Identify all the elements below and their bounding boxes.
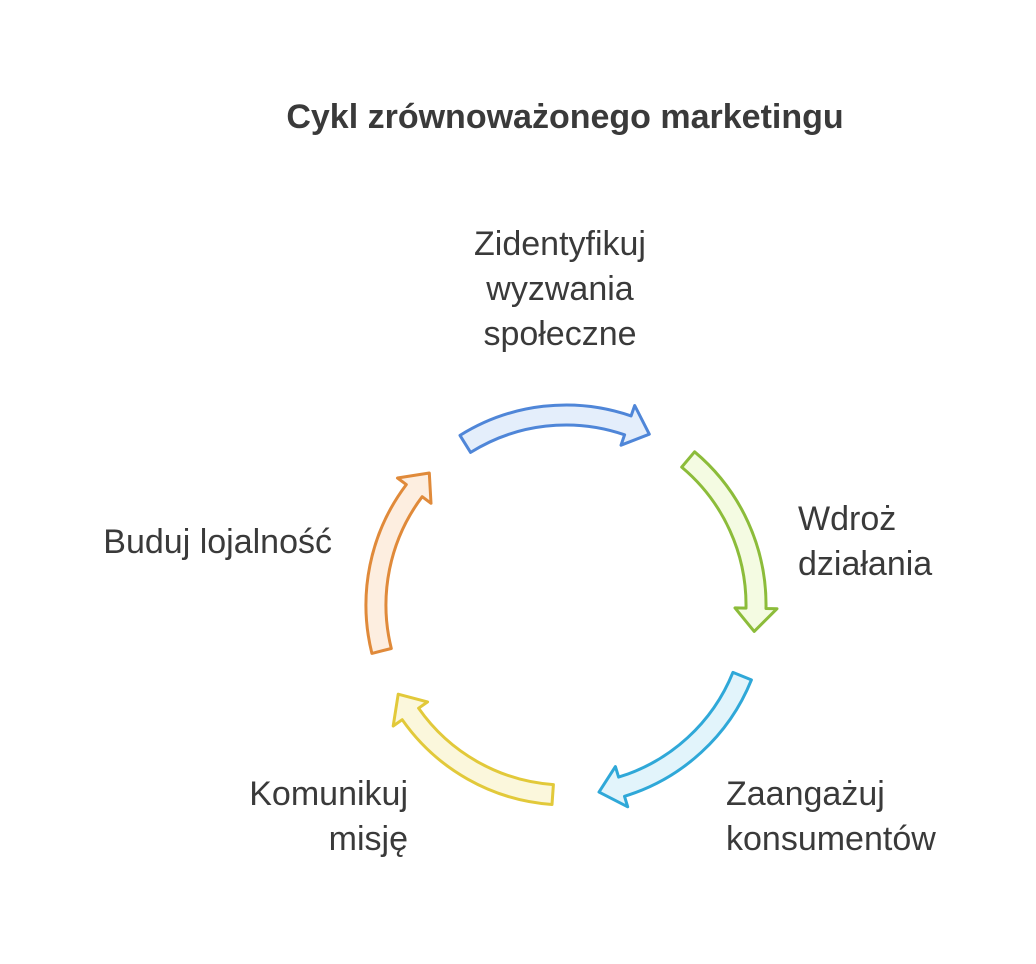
step-label-communicate: Komunikuj misję	[249, 775, 408, 858]
diagram-title: Cykl zrównoważonego marketingu	[286, 98, 844, 136]
cycle-arrow-5-icon	[364, 471, 433, 655]
step-label-engage: Zaangażuj konsumentów	[726, 775, 936, 858]
cycle-arrows	[364, 403, 779, 809]
step-label-loyalty: Buduj lojalność	[103, 523, 332, 561]
cycle-arrow-4-icon	[391, 692, 555, 806]
cycle-arrow-3-icon	[597, 670, 753, 809]
cycle-arrow-1-icon	[458, 403, 651, 454]
step-label-implement: Wdroż działania	[798, 500, 933, 583]
cycle-arrow-2-icon	[680, 450, 779, 633]
step-label-identify: Zidentyfikuj wyzwania społeczne	[474, 225, 646, 353]
